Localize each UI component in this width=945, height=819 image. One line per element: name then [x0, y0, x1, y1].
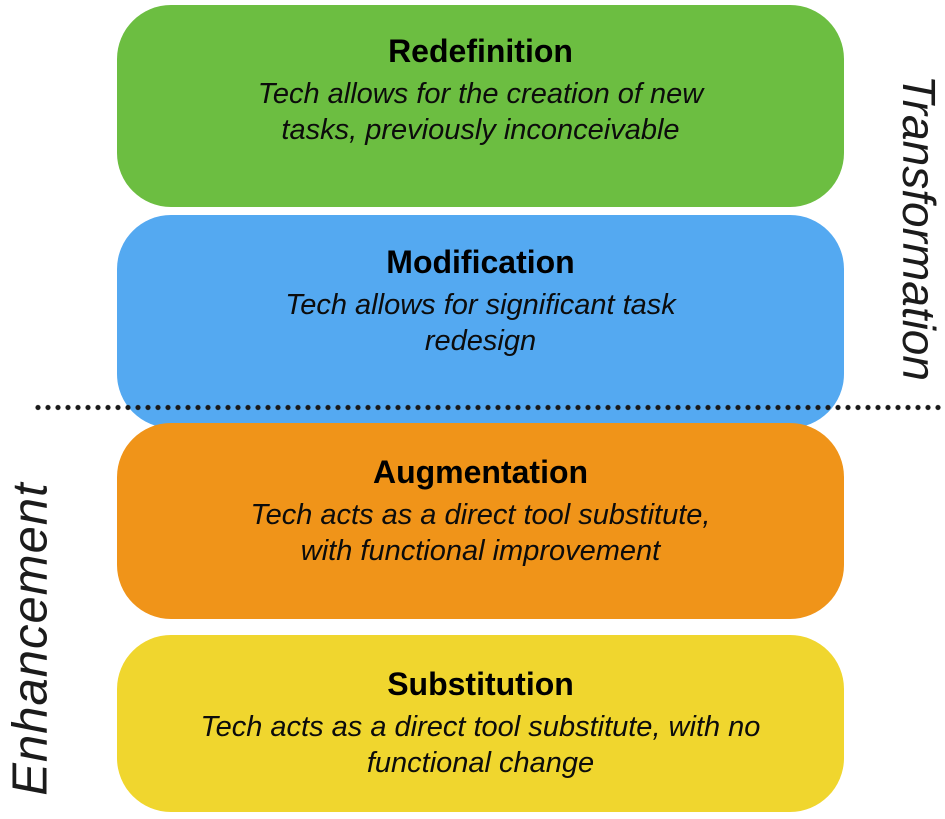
- transformation-label: Transformation: [893, 75, 945, 381]
- augmentation-description: Tech acts as a direct tool substitute, w…: [250, 499, 711, 568]
- enhancement-label: Enhancement: [3, 482, 58, 796]
- modification-description: Tech allows for significant task redesig…: [285, 288, 676, 357]
- substitution-box: Substitution Tech acts as a direct tool …: [117, 635, 844, 812]
- modification-title: Modification: [386, 243, 575, 280]
- substitution-description: Tech acts as a direct tool substitute, w…: [200, 710, 761, 779]
- redefinition-title: Redefinition: [388, 33, 573, 70]
- modification-box: Modification Tech allows for significant…: [117, 215, 844, 428]
- augmentation-box: Augmentation Tech acts as a direct tool …: [117, 423, 844, 619]
- substitution-title: Substitution: [387, 665, 574, 702]
- redefinition-box: Redefinition Tech allows for the creatio…: [117, 5, 844, 207]
- redefinition-description: Tech allows for the creation of new task…: [257, 78, 704, 147]
- augmentation-title: Augmentation: [372, 454, 589, 491]
- enhancement-transformation-divider: [33, 403, 943, 412]
